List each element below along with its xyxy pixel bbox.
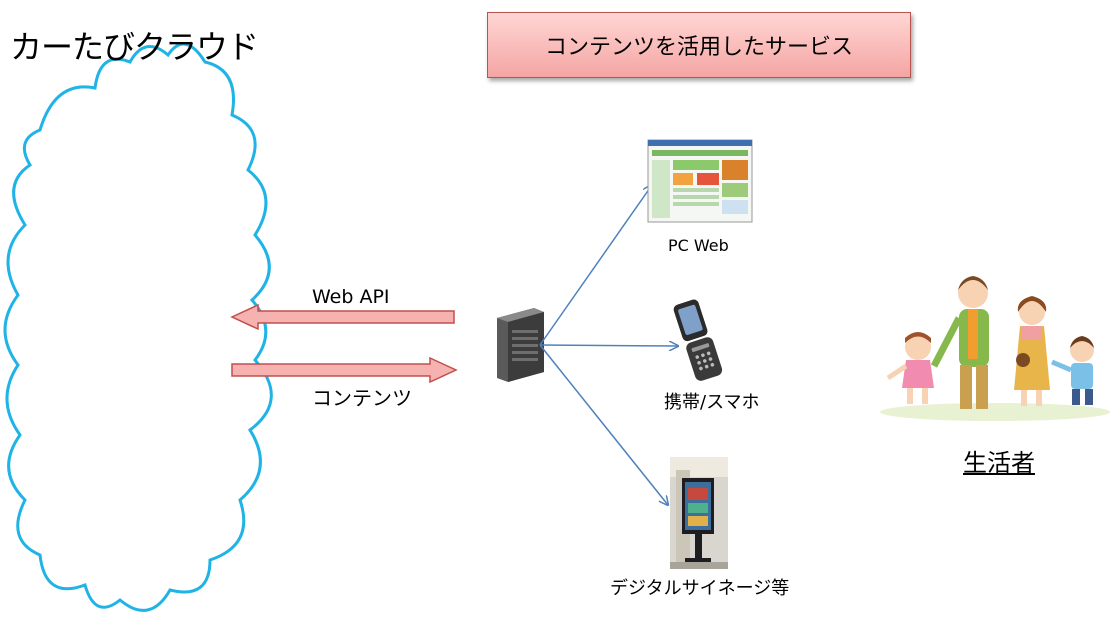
web-api-label: Web API	[312, 286, 390, 308]
web-api-arrow	[230, 303, 455, 331]
line-to-mobile	[539, 345, 678, 346]
service-box: コンテンツを活用したサービス	[487, 12, 911, 78]
pc-web-label: PC Web	[668, 236, 729, 255]
pc-web-thumbnail	[647, 139, 753, 223]
people-illustration	[880, 276, 1110, 421]
service-box-label: コンテンツを活用したサービス	[544, 35, 853, 60]
mobile-phone-icon	[673, 299, 723, 381]
server-icon	[497, 308, 544, 382]
content-label: コンテンツ	[312, 386, 412, 410]
line-to-pcweb	[539, 185, 652, 346]
digital-signage-photo	[670, 457, 728, 569]
people-label: 生活者	[963, 449, 1035, 477]
mobile-label: 携帯/スマホ	[664, 392, 760, 413]
line-to-signage	[539, 344, 668, 505]
cloud-title: カーたびクラウド	[10, 28, 259, 66]
signage-label: デジタルサイネージ等	[610, 578, 790, 599]
content-arrow	[231, 356, 458, 384]
cloud-shape	[3, 42, 273, 612]
